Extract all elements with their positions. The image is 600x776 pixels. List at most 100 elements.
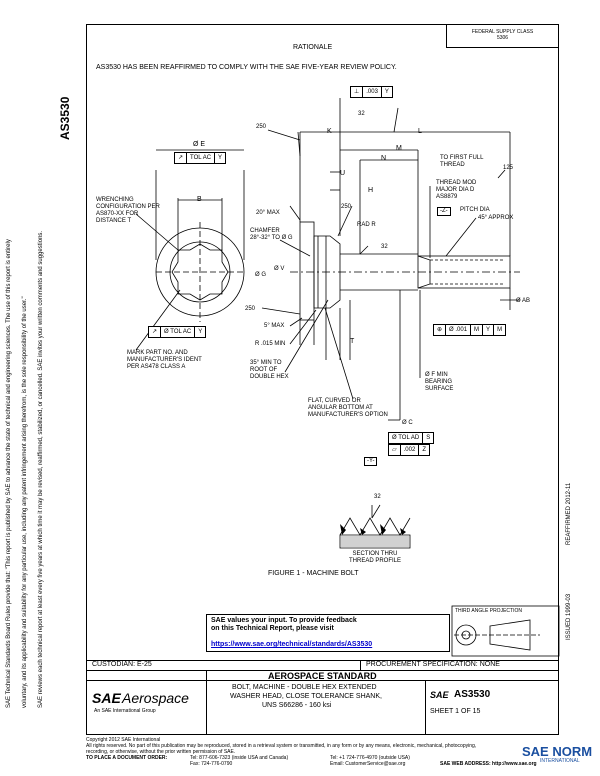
fsc-code: 5306	[496, 35, 509, 41]
r-015-min: R .015 MIN	[255, 341, 286, 347]
dim-t: T	[350, 338, 355, 345]
fcf-symbol-runout: ⊥	[351, 87, 364, 97]
feedback-line2: on this Technical Report, please visit	[211, 625, 334, 632]
rationale-title: RATIONALE	[293, 44, 333, 51]
wrenching-note: WRENCHING CONFIGURATION PER AS870-XX FOR…	[96, 197, 160, 224]
dim-u: U	[340, 170, 346, 177]
desc-line2: WASHER HEAD, CLOSE TOLERANCE SHANK,	[230, 693, 382, 700]
dim-b: B	[197, 196, 202, 203]
rad-r-label: RAD R	[357, 222, 376, 228]
dim-l: L	[418, 128, 422, 135]
chamfer-label: CHAMFER 28°-32° TO Ø G	[250, 228, 293, 241]
fcf-position-001: ⊕ Ø .001 M Y M	[433, 324, 507, 336]
footer-email: Email: CustomerService@sae.org	[330, 761, 406, 767]
fcf-datum-y2: Y	[218, 155, 223, 161]
fcf-tol-ac-top: ↗ TOL AC Y	[174, 152, 227, 164]
datum-y-ref: -Y-	[364, 457, 378, 466]
fcf-002-z: ⏥ .002 Z	[388, 444, 430, 456]
sheet-number: SHEET 1 OF 15	[430, 708, 481, 715]
footer-tel2: Tel: +1 724-776-4970 (outside USA)	[330, 755, 410, 761]
footer-rights2: recording, or otherwise, without the pri…	[86, 749, 236, 755]
dia-c: Ø C	[402, 420, 413, 426]
dia-v: Ø V	[274, 266, 285, 272]
dim-250-left: 250	[245, 306, 256, 312]
dim-k: K	[327, 128, 332, 135]
logo-sae: SAE	[92, 690, 121, 706]
fcf-tol-ad-val: Ø TOL AD	[389, 433, 424, 443]
fcf-tol-ac-2: Ø TOL AC	[161, 327, 196, 337]
logo-aerospace: Aerospace	[122, 690, 189, 706]
desc-line3: UNS S66286 - 160 ksi	[262, 702, 332, 709]
fcf-datum-y3: Y	[198, 329, 203, 335]
logo-subtitle: An SAE International Group	[94, 708, 156, 714]
doc-sae: SAE	[430, 690, 449, 700]
doc-id: AS3530	[454, 689, 491, 700]
fsc-label: FEDERAL SUPPLY CLASS	[471, 29, 534, 35]
fcf-003-y: ⊥ .003 Y	[350, 86, 393, 98]
title-block	[86, 660, 559, 736]
fcf-datum-y: Y	[384, 89, 389, 95]
dim-h: H	[368, 187, 374, 194]
dim-250-mid: 250	[341, 204, 352, 210]
section-thru-label: SECTION THRU THREAD PROFILE	[348, 551, 401, 564]
footer-fax: Fax: 724-776-0790	[190, 761, 233, 767]
angle-45: 45° APPROX	[478, 215, 514, 221]
angle-5-max: 5° MAX	[264, 323, 285, 329]
dim-n: N	[381, 155, 387, 162]
threaded-portion	[417, 255, 511, 289]
desc-line1: BOLT, MACHINE - DOUBLE HEX EXTENDED	[232, 684, 377, 691]
fcf-datum-y4: Y	[483, 325, 495, 335]
watermark-logo: SAE NORM	[522, 744, 593, 759]
flatness-icon: ⏥	[389, 445, 401, 455]
fcf-runout-icon: ↗	[175, 153, 188, 163]
footer-web: SAE WEB ADDRESS: http://www.sae.org	[440, 761, 537, 767]
standard-title: AEROSPACE STANDARD	[268, 671, 377, 681]
flat-curved-note: FLAT, CURVED OR ANGULAR BOTTOM AT MANUFA…	[308, 398, 388, 418]
fcf-mmc-m: M	[471, 325, 484, 335]
footer-copyright: Copyright 2012 SAE International	[86, 737, 161, 743]
hex-head	[313, 235, 341, 309]
fcf-tol-ac-bottom: ↗ Ø TOL AC Y	[148, 326, 207, 338]
fcf-002: .002	[401, 445, 420, 455]
figure-caption: FIGURE 1 - MACHINE BOLT	[268, 570, 359, 577]
rationale-text: AS3530 HAS BEEN REAFFIRMED TO COMPLY WIT…	[96, 64, 397, 71]
drawing-frame	[86, 24, 559, 735]
dim-125: 125	[503, 165, 514, 171]
angle-32-mid: 32	[381, 244, 388, 250]
feedback-line1: SAE values your input. To provide feedba…	[211, 617, 357, 624]
fcf-tol-ac: TOL AC	[187, 153, 216, 163]
fcf-tol-003: .003	[363, 87, 382, 97]
dia-ab: Ø AB	[516, 298, 531, 304]
footer-tel: Tel: 877-606-7323 (inside USA and Canada…	[190, 755, 289, 761]
projection-box	[451, 605, 560, 657]
feedback-box: SAE values your input. To provide feedba…	[206, 614, 450, 652]
projection-label: THIRD ANGLE PROJECTION	[455, 608, 522, 614]
position-icon: ⊕	[434, 325, 447, 335]
fcf-mmc-m2: M	[497, 327, 503, 333]
fcf-pos-001: Ø .001	[446, 325, 472, 335]
fcf-runout-icon-2: ↗	[149, 327, 162, 337]
washer-flange	[299, 221, 315, 321]
feedback-url-link[interactable]: https://www.sae.org/technical/standards/…	[211, 641, 373, 648]
fcf-s: S	[426, 435, 431, 441]
dia-f-min: Ø F MIN BEARING SURFACE	[425, 372, 454, 392]
angle-32-top: 32	[358, 111, 365, 117]
footer-order-label: TO PLACE A DOCUMENT ORDER:	[86, 755, 168, 761]
dim-250-top: 250	[256, 124, 267, 130]
datum-z-box: -Z-	[437, 207, 451, 216]
fcf-datum-z: Z	[422, 447, 426, 453]
watermark-sub: INTERNATIONAL	[540, 758, 580, 764]
procurement-spec: PROCUREMENT SPECIFICATION: NONE	[366, 661, 500, 668]
footer-rights: All rights reserved. No part of this pub…	[86, 743, 477, 749]
angle-20-max: 20° MAX	[256, 210, 280, 216]
thread-profile-line	[339, 517, 411, 536]
angle-32-bottom: 32	[374, 494, 381, 500]
custodian: CUSTODIAN: E-25	[92, 661, 152, 668]
dia-g: Ø G	[255, 272, 267, 278]
to-first-full-thread: TO FIRST FULL THREAD	[440, 155, 484, 168]
fsc-box: FEDERAL SUPPLY CLASS 5306	[446, 24, 559, 48]
thread-mod-label: THREAD MOD MAJOR DIA D AS8879	[436, 180, 477, 200]
pitch-dia-label: PITCH DIA	[460, 207, 490, 213]
mark-part-note: MARK PART NO. AND MANUFACTURER'S IDENT P…	[127, 350, 202, 370]
